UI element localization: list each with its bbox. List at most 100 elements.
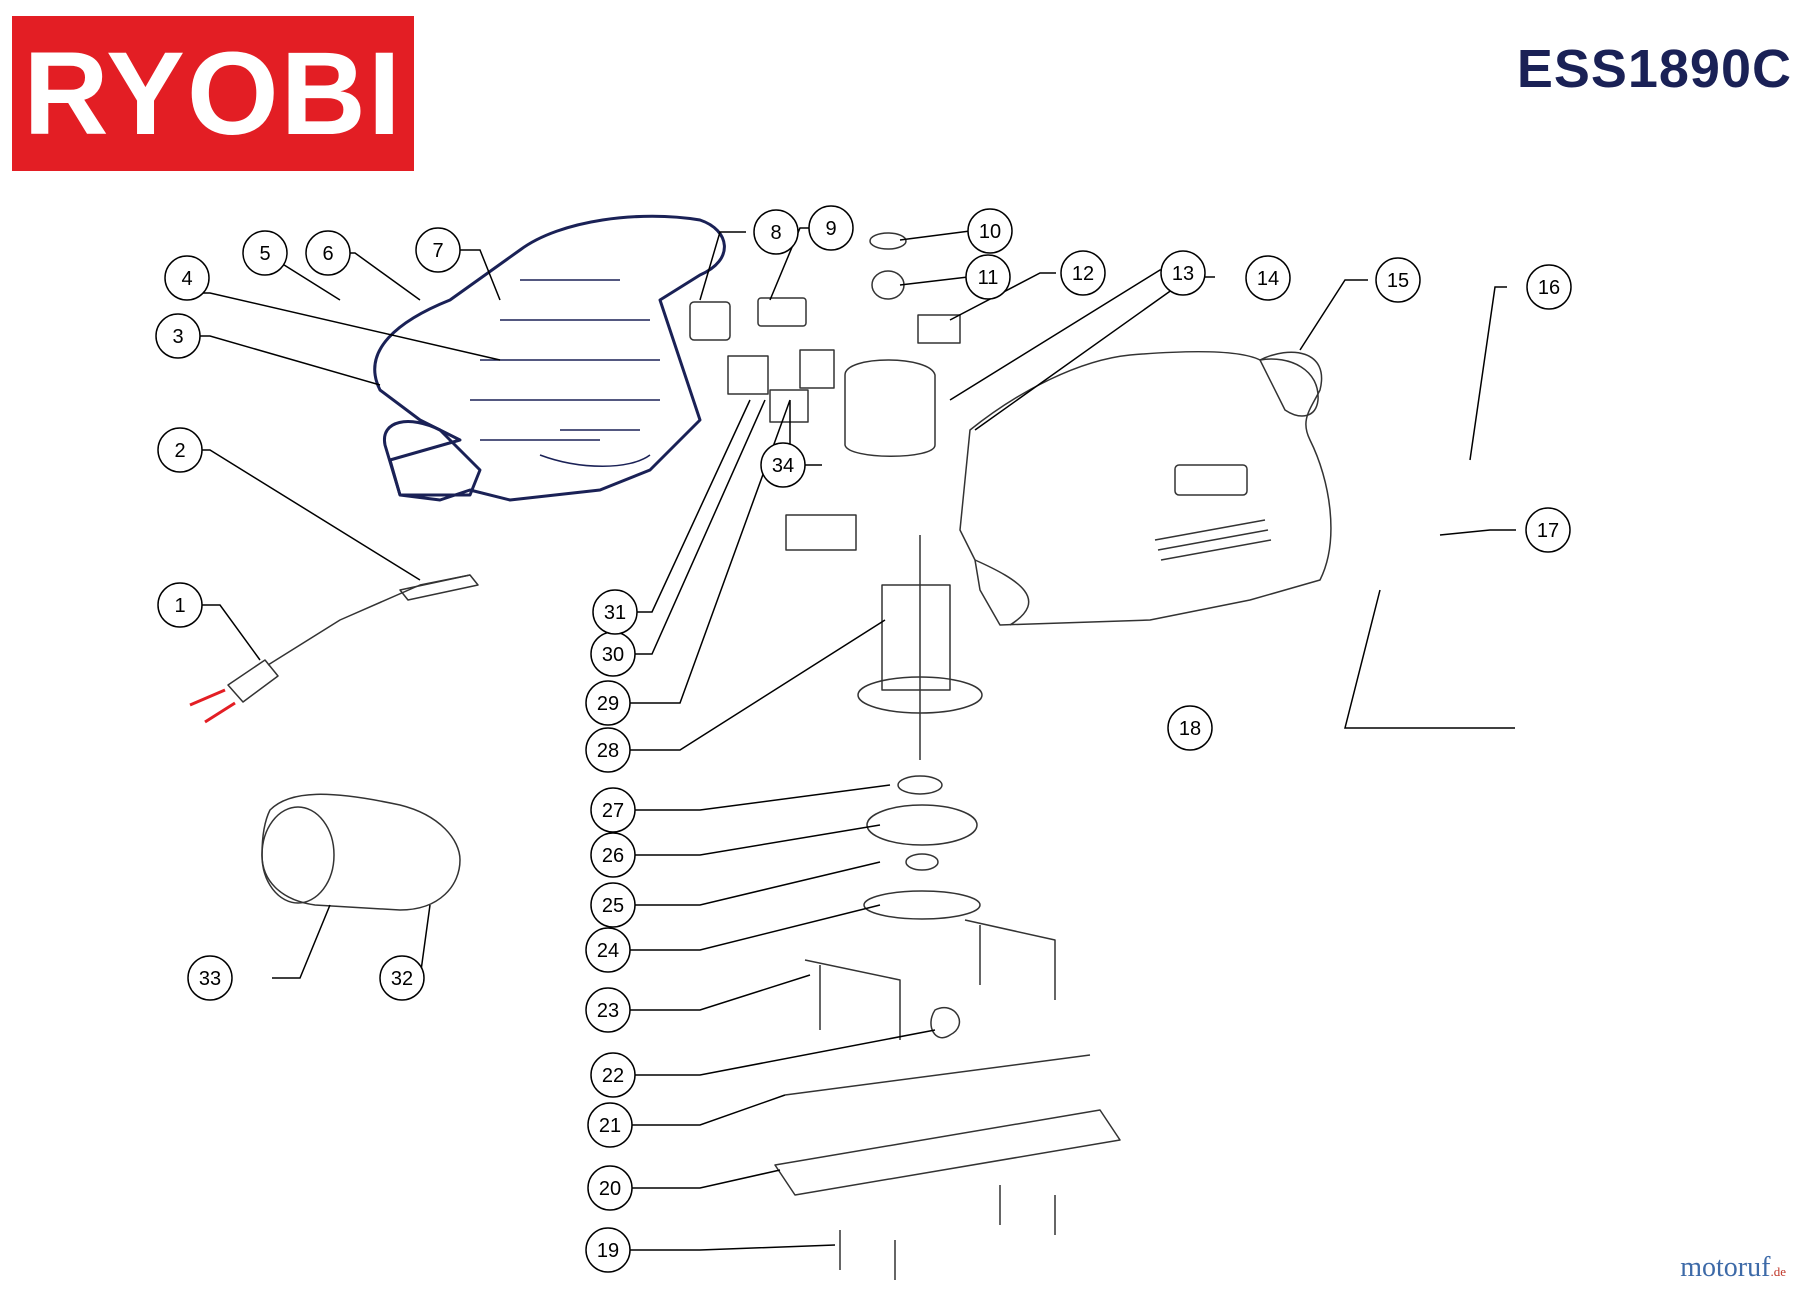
callout-circle-19 — [585, 1227, 631, 1273]
right-housing-vent — [1154, 519, 1272, 561]
leader-lines — [178, 227, 1516, 1251]
callout-circle-1 — [157, 582, 203, 628]
callout-circle-17 — [1525, 507, 1571, 553]
callout-circle-21 — [587, 1102, 633, 1148]
model-number: ESS1890C — [1516, 39, 1792, 99]
stator-13 — [844, 359, 936, 457]
callout-circle-27 — [590, 787, 636, 833]
right-housing-handle — [1259, 358, 1319, 417]
callout-label-6: 6 — [322, 243, 333, 265]
callout-label-19: 19 — [597, 1240, 619, 1262]
bracket-23a — [804, 959, 901, 1040]
callout-label-26: 26 — [602, 845, 624, 867]
armature-fan — [857, 676, 983, 714]
callout-circle-24 — [585, 927, 631, 973]
callout-label-12: 12 — [1072, 263, 1094, 285]
base-plate-20 — [774, 1109, 1121, 1196]
callout-label-27: 27 — [602, 800, 624, 822]
callout-label-1: 1 — [174, 595, 185, 617]
left-handle-outline — [383, 420, 482, 497]
switch-34 — [799, 349, 835, 389]
callout-label-29: 29 — [597, 693, 619, 715]
watermark: motoruf.de — [1680, 1252, 1786, 1284]
right-housing-label-slot — [1174, 464, 1248, 496]
right-housing-outline — [959, 350, 1332, 626]
callout-circle-13 — [1160, 250, 1206, 296]
callout-label-9: 9 — [825, 218, 836, 240]
callout-circle-26 — [590, 832, 636, 878]
seal-24 — [863, 890, 981, 920]
callout-label-17: 17 — [1537, 520, 1559, 542]
callout-circle-8 — [753, 209, 799, 255]
cord-protector — [399, 574, 479, 601]
ryobi-logo: RYOBI — [12, 16, 414, 171]
callout-circle-32 — [379, 955, 425, 1001]
callout-label-31: 31 — [604, 602, 626, 624]
callout-label-21: 21 — [599, 1115, 621, 1137]
callout-label-32: 32 — [391, 968, 413, 990]
bearing-25 — [905, 853, 939, 871]
screws-19 — [839, 1185, 1056, 1280]
callout-circle-16 — [1526, 264, 1572, 310]
callout-circle-9 — [808, 205, 854, 251]
callout-label-30: 30 — [602, 644, 624, 666]
callout-circle-7 — [415, 227, 461, 273]
fan-26 — [866, 804, 978, 846]
left-housing-ribs — [470, 279, 660, 441]
callout-circle-5 — [242, 230, 288, 276]
callout-circle-33 — [187, 955, 233, 1001]
callout-circle-31 — [592, 589, 638, 635]
callout-circle-4 — [164, 255, 210, 301]
callout-label-24: 24 — [597, 940, 619, 962]
watermark-main: motoruf — [1680, 1252, 1771, 1283]
callout-circle-12 — [1060, 250, 1106, 296]
callout-circle-29 — [585, 680, 631, 726]
bearing-10 — [869, 232, 907, 250]
dust-bag-opening — [261, 806, 335, 904]
left-housing-arc — [539, 454, 651, 467]
power-cord — [267, 574, 471, 666]
callout-label-4: 4 — [181, 268, 192, 290]
callout-label-10: 10 — [979, 221, 1001, 243]
callout-circle-3 — [155, 313, 201, 359]
callout-circle-22 — [590, 1052, 636, 1098]
callout-label-16: 16 — [1538, 277, 1560, 299]
callout-circle-14 — [1245, 255, 1291, 301]
callout-circle-6 — [305, 230, 351, 276]
callout-circle-11 — [965, 254, 1011, 300]
bearing-11 — [871, 270, 905, 300]
callout-circle-28 — [585, 727, 631, 773]
right-housing-base — [974, 559, 1030, 626]
callout-circle-10 — [967, 208, 1013, 254]
bearing-27 — [897, 775, 943, 795]
callout-label-34: 34 — [772, 455, 794, 477]
callout-label-14: 14 — [1257, 268, 1279, 290]
callout-label-11: 11 — [978, 267, 999, 289]
callout-label-23: 23 — [597, 1000, 619, 1022]
left-housing-outline — [373, 214, 726, 502]
watermark-suffix: .de — [1770, 1264, 1786, 1279]
armature-28 — [881, 584, 951, 691]
clamp-22 — [930, 1007, 961, 1039]
callout-label-25: 25 — [602, 895, 624, 917]
callout-circle-20 — [587, 1165, 633, 1211]
switch-31 — [727, 355, 769, 395]
switch-8 — [689, 301, 731, 341]
callout-circle-2 — [157, 427, 203, 473]
callout-circle-25 — [590, 882, 636, 928]
callout-label-28: 28 — [597, 740, 619, 762]
plug-body — [227, 659, 279, 703]
bracket-23b — [964, 919, 1056, 1000]
plug-pins — [189, 688, 236, 724]
callout-label-5: 5 — [259, 243, 270, 265]
brush-12 — [917, 314, 961, 344]
callout-circle-15 — [1375, 257, 1421, 303]
switch-9 — [757, 297, 807, 327]
callout-label-20: 20 — [599, 1178, 621, 1200]
callout-label-7: 7 — [432, 240, 443, 262]
callout-label-33: 33 — [199, 968, 221, 990]
callout-circle-18 — [1167, 705, 1213, 751]
callout-label-15: 15 — [1387, 270, 1409, 292]
logo-text: RYOBI — [23, 27, 403, 160]
